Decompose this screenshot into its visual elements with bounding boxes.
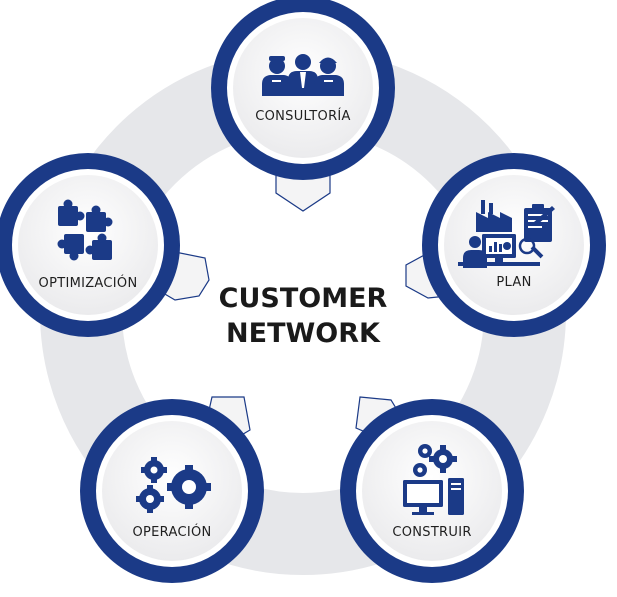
center-title-line2: NETWORK: [226, 318, 381, 349]
center-title-line1: CUSTOMER: [219, 283, 388, 314]
puzzle-pieces-icon: [57, 199, 113, 261]
node-construir: CONSTRUIR: [340, 396, 524, 583]
node-label: PLAN: [496, 275, 531, 290]
consulting-team-icon: [262, 54, 344, 96]
node-operacion: OPERACIÓN: [80, 396, 264, 583]
node-optimizacion: OPTIMIZACIÓN: [0, 153, 210, 337]
node-label: CONSTRUIR: [392, 525, 471, 540]
node-plan: PLAN: [405, 153, 606, 337]
node-label: CONSULTORÍA: [255, 108, 351, 124]
node-label: OPERACIÓN: [132, 524, 211, 540]
node-consultoria: CONSULTORÍA: [211, 0, 395, 212]
node-label: OPTIMIZACIÓN: [39, 275, 138, 291]
node-disc: [18, 175, 158, 315]
